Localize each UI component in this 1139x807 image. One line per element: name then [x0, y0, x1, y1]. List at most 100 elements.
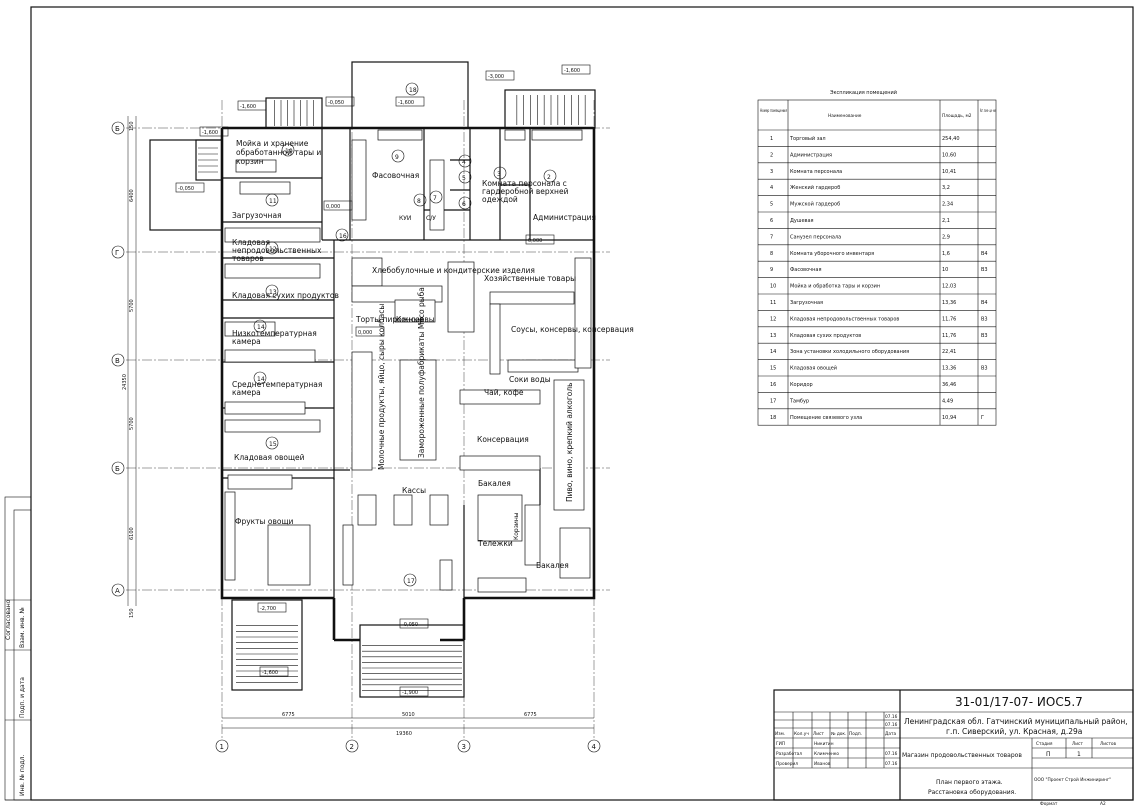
room-number-bubble	[413, 193, 427, 207]
sign-date: 07.16	[885, 761, 898, 767]
legend-header-name: Наименование	[828, 113, 862, 119]
level-mark	[399, 686, 429, 697]
room-number-bubble	[458, 170, 472, 184]
axis-label: 3	[462, 743, 466, 751]
level-mark	[525, 234, 555, 245]
legend-room-number: 9	[770, 267, 773, 273]
zone-bread: Хлебобулочные и кондитерские изделия	[372, 266, 535, 275]
legend-room-area: 2,34	[942, 202, 953, 208]
zone-canned: Консервы	[396, 315, 435, 324]
format-value: А2	[1100, 801, 1106, 807]
legend-room-name: Кладовая сухих продуктов	[790, 333, 861, 339]
room-number-bubble	[458, 154, 472, 168]
legend-room-number: 1	[770, 136, 773, 142]
legend-room-number: 5	[770, 202, 773, 208]
legend-room-area: 254,40	[942, 136, 960, 142]
legend-room-category: В3	[981, 366, 988, 372]
level-mark	[325, 96, 355, 107]
sign-name: Иванов	[814, 761, 831, 767]
legend-room-category: В3	[981, 316, 988, 322]
room-number: 3	[497, 171, 501, 178]
label-kui: КУИ	[399, 215, 411, 222]
room-number-bubble	[253, 371, 267, 385]
room-number: 2	[547, 174, 551, 181]
legend-room-number: 3	[770, 169, 773, 175]
level-mark	[355, 326, 385, 337]
room-number-bubble	[493, 166, 507, 180]
room-label: Фасовочная	[372, 171, 419, 180]
room-number: 12	[269, 246, 277, 253]
legend-room-number: 4	[770, 185, 773, 191]
legend-room-number: 12	[770, 316, 776, 322]
legend-room-area: 12,03	[942, 284, 956, 290]
level-value: -2,700	[260, 606, 276, 612]
axis-bubble	[111, 353, 125, 367]
room-number: 13	[269, 289, 277, 296]
legend-room-number: 2	[770, 152, 773, 158]
dim-value: 5700	[129, 417, 135, 430]
room-number: 11	[269, 198, 277, 205]
sign-header: Подп.	[849, 731, 862, 737]
axis-bubble	[215, 739, 229, 753]
legend-room-area: 11,76	[942, 316, 956, 322]
level-value: -1,600	[240, 104, 256, 110]
legend-room-category: В3	[981, 333, 988, 339]
level-value: -0,050	[328, 100, 344, 106]
level-value: -3,000	[488, 74, 504, 80]
checkouts	[342, 494, 453, 591]
legend-room-name: Кладовая овощей	[790, 365, 837, 372]
room-number-bubble	[265, 193, 279, 207]
legend-room-name: Кладовая непродовольственных товаров	[790, 316, 899, 322]
legend-room-name: Душевая	[790, 218, 814, 224]
room-number-bubble	[429, 190, 443, 204]
legend-room-area: 2,9	[942, 234, 950, 240]
stamp-sign-date: Подп. и дата	[19, 677, 26, 718]
legend-room-name: Зона установки холодильного оборудования	[790, 349, 909, 355]
sheet-code: 31-01/17-07- ИОС5.7	[955, 695, 1083, 709]
legend-header-number: Номер помещения	[760, 108, 787, 114]
zone-grocery-1: Бакалея	[478, 479, 511, 488]
legend-room-name: Фасовочная	[790, 267, 821, 273]
axis-bubble	[111, 461, 125, 475]
legend-room-name: Загрузочная	[790, 300, 823, 306]
legend-room-category: В4	[981, 300, 988, 306]
level-mark	[323, 200, 353, 211]
legend-room-area: 10,94	[942, 415, 956, 421]
sign-date: 07.16	[885, 751, 898, 757]
zone-trolleys: Тележки	[477, 539, 513, 548]
room-number-bubble	[265, 436, 279, 450]
dim-value: 150	[129, 121, 135, 131]
room-number: 14	[257, 376, 265, 383]
zone-sauces: Соусы, консервы, консервация	[511, 325, 634, 334]
level-value: 0,000	[358, 330, 372, 336]
legend-room-category: В3	[981, 267, 988, 273]
level-mark	[237, 100, 267, 111]
room-number-bubble	[405, 82, 419, 96]
sign-name: Никитин	[814, 741, 834, 747]
legend-room-area: 1,6	[942, 251, 950, 257]
room-number-bubble	[253, 319, 267, 333]
legend-room-number: 11	[770, 300, 776, 306]
format-label: Формат	[1040, 801, 1058, 807]
zone-preserves: Консервация	[477, 435, 529, 444]
legend-title: Экспликация помещений	[830, 89, 897, 96]
stage-header: Стадия	[1036, 741, 1053, 747]
room-number-bubble	[335, 228, 349, 242]
stage-value: П	[1046, 751, 1051, 758]
level-value: 0,000	[528, 238, 542, 244]
room-legend: Экспликация помещений Номер помещенияНаи…	[757, 89, 997, 426]
